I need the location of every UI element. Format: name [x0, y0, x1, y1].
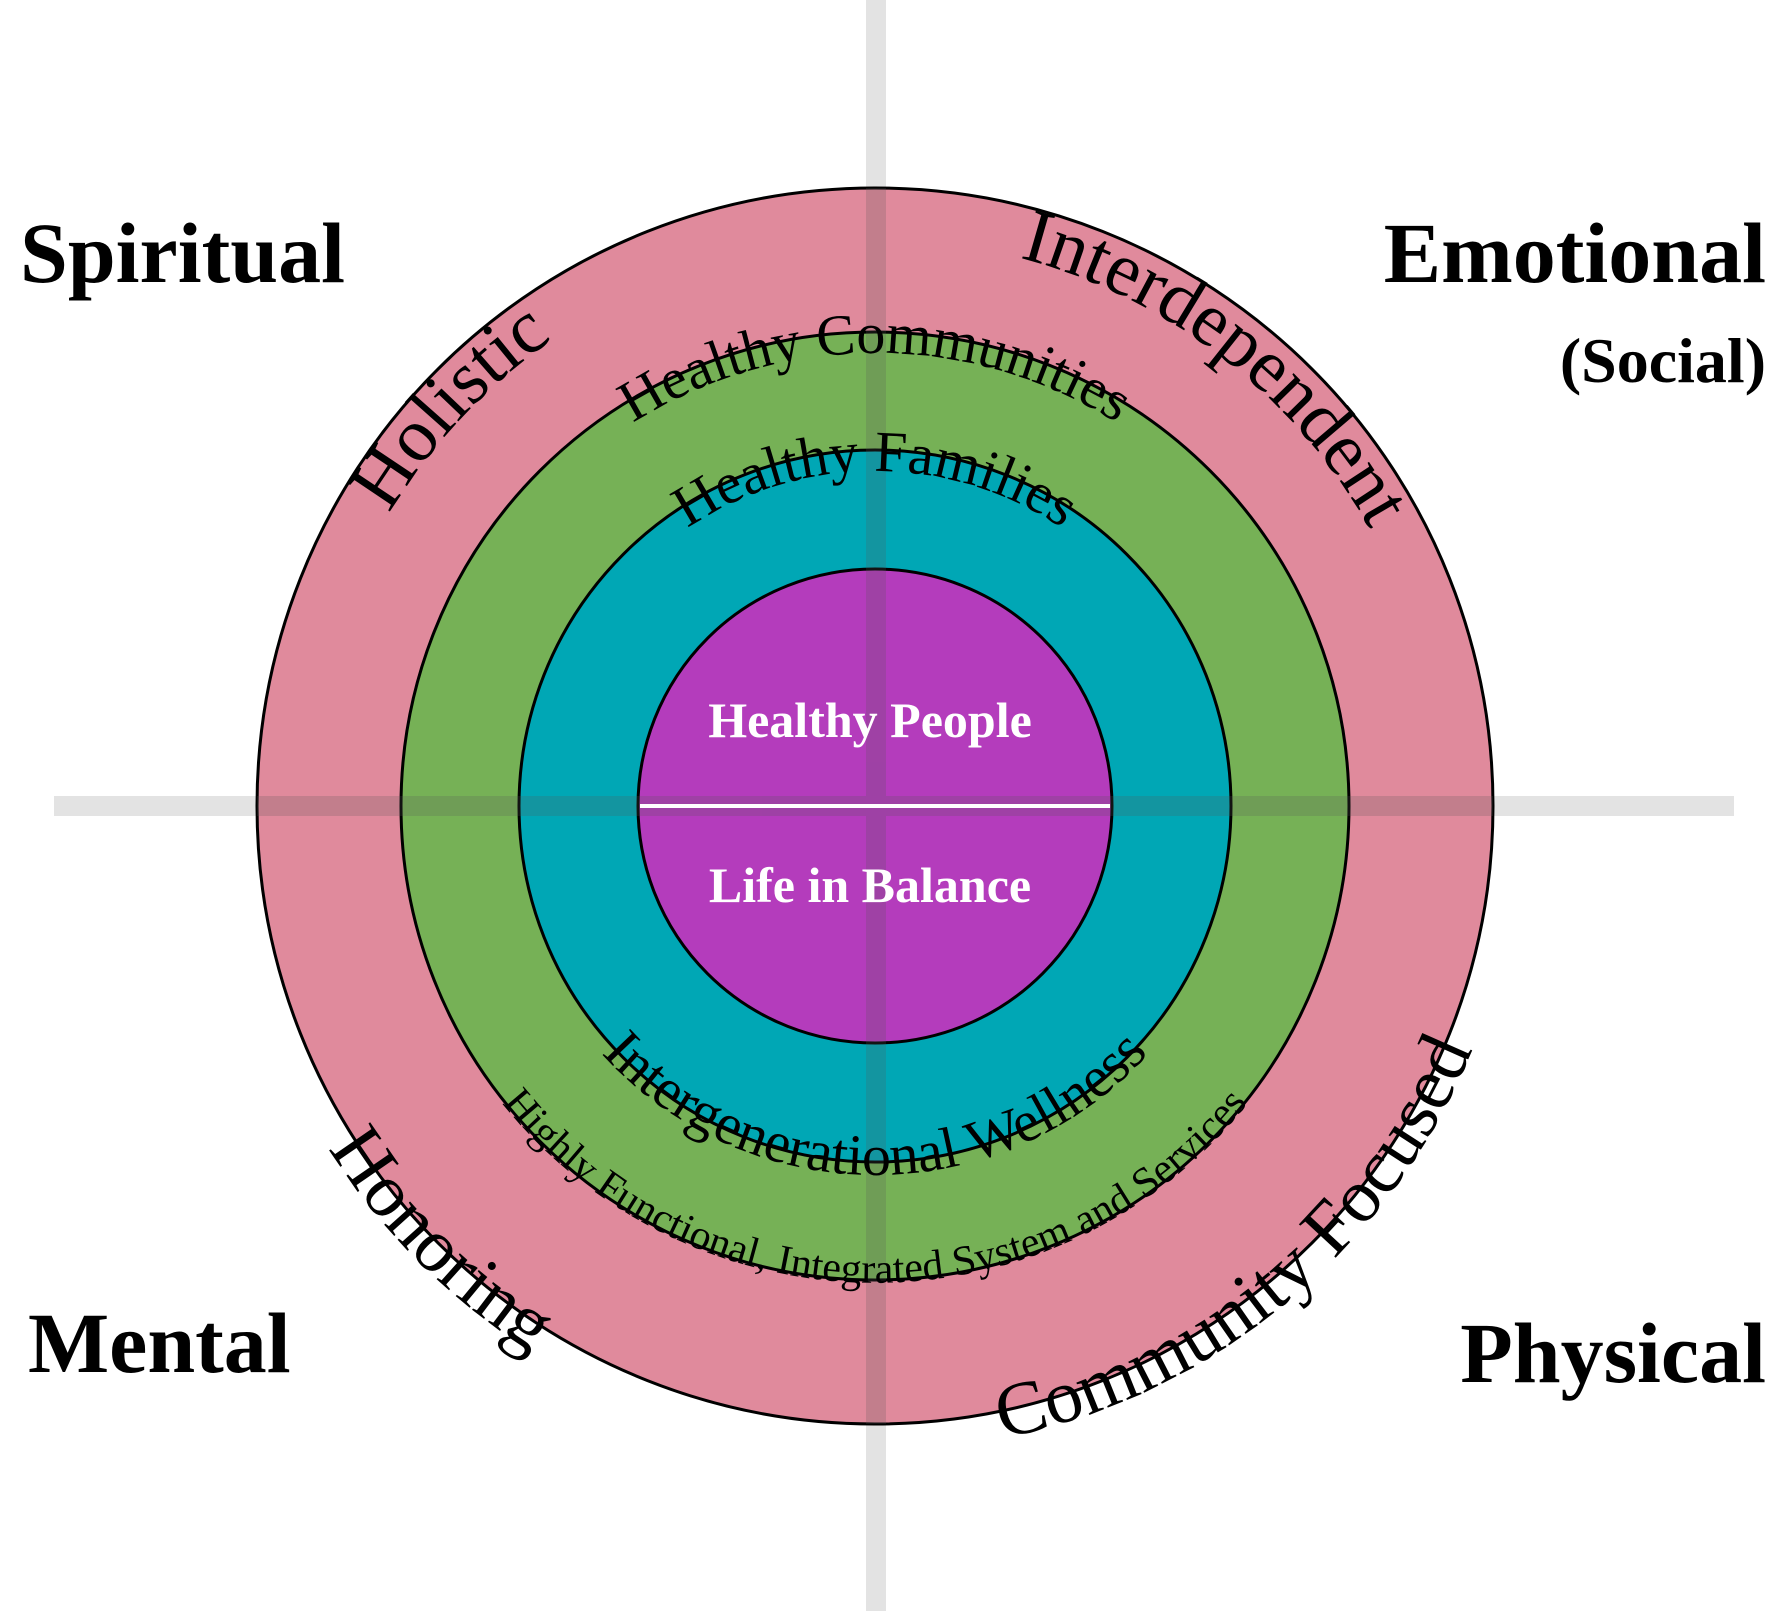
corner-label-mental: Mental	[28, 1295, 291, 1391]
center-bottom-label: Life in Balance	[709, 857, 1031, 913]
corner-label-physical: Physical	[1460, 1305, 1766, 1401]
corner-label-emotional: Emotional	[1384, 205, 1766, 301]
center-top-label: Healthy People	[708, 692, 1032, 748]
corner-label-spiritual: Spiritual	[20, 205, 345, 301]
corner-label-social: (Social)	[1560, 325, 1766, 396]
